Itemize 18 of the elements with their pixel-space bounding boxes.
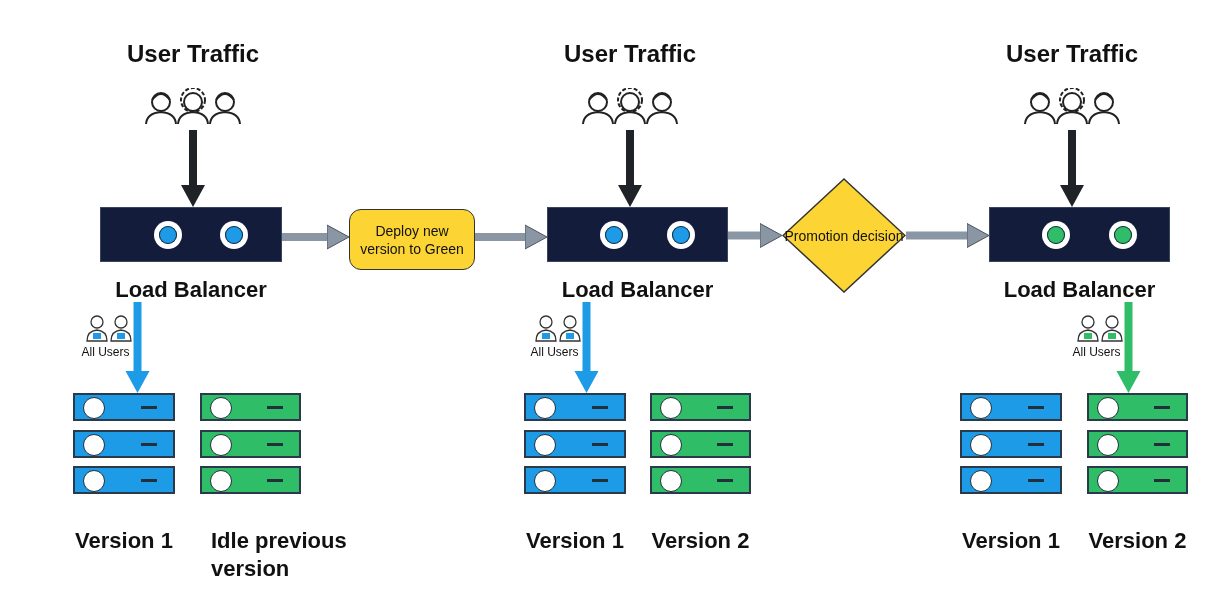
heading: User Traffic: [126, 40, 260, 68]
version-label: Version 1: [526, 527, 624, 555]
arrow: [475, 224, 548, 250]
version-label: Version 2: [1088, 527, 1187, 555]
arrow: [282, 224, 350, 250]
load-balancer-label: Load Balancer: [115, 277, 267, 303]
heading: User Traffic: [563, 40, 697, 68]
arrow: [906, 223, 990, 248]
arrow: [728, 223, 783, 248]
version-label: Version 2: [651, 527, 750, 555]
version-label: Version 1: [75, 527, 173, 555]
decision-text: Promotion decision: [784, 226, 904, 245]
heading: User Traffic: [1005, 40, 1139, 68]
load-balancer-label: Load Balancer: [1003, 277, 1156, 303]
version-label: Version 1: [962, 527, 1060, 555]
load-balancer-label: Load Balancer: [561, 277, 714, 303]
process-box: Deploy new version to Green: [349, 209, 475, 270]
version-label: Idle previous version: [211, 527, 348, 583]
